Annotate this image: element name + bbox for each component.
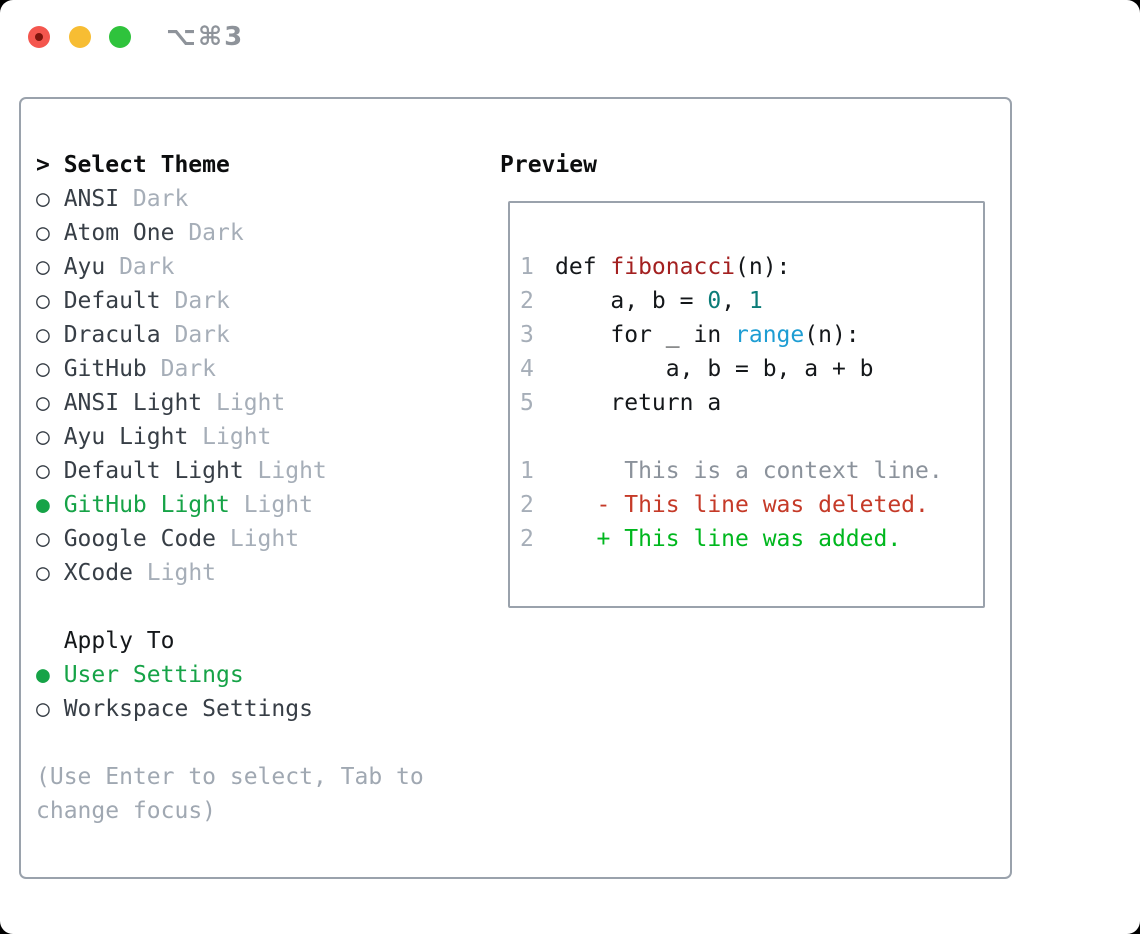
close-button[interactable] <box>28 26 50 48</box>
close-dot-icon <box>35 33 43 41</box>
theme-tag: Light <box>243 492 313 518</box>
diff-context-line: 1 This is a context line. <box>520 454 943 488</box>
code-line: 5 return a <box>520 386 943 420</box>
radio-icon: ○ <box>36 390 50 416</box>
prompt-icon: > <box>36 152 50 178</box>
radio-icon: ○ <box>36 458 50 484</box>
theme-tag: Dark <box>188 220 244 246</box>
line-number: 5 <box>520 390 534 416</box>
theme-list-title: Select Theme <box>63 152 230 178</box>
line-number: 4 <box>520 356 534 382</box>
preview-title: Preview <box>500 152 597 178</box>
theme-tag: Dark <box>119 254 175 280</box>
zoom-button[interactable] <box>109 26 131 48</box>
line-number: 1 <box>520 254 534 280</box>
line-number: 3 <box>520 322 534 348</box>
code-line: 4 a, b = b, a + b <box>520 352 943 386</box>
theme-tag: Dark <box>174 288 230 314</box>
theme-tag: Light <box>216 390 286 416</box>
code-line-blank <box>520 420 943 454</box>
apply-option-user-settings[interactable]: ●User Settings <box>36 658 313 692</box>
minimize-button[interactable] <box>69 26 91 48</box>
diff-added-line: 2 + This line was added. <box>520 522 943 556</box>
radio-icon: ○ <box>36 696 50 722</box>
radio-icon: ○ <box>36 526 50 552</box>
keyboard-hint: (Use Enter to select, Tab to change focu… <box>36 764 424 824</box>
theme-tag: Light <box>202 424 272 450</box>
radio-icon: ○ <box>36 322 50 348</box>
radio-icon: ○ <box>36 560 50 586</box>
theme-tag: Light <box>229 526 300 552</box>
radio-icon: ○ <box>36 186 50 212</box>
apply-to-title: Apply To <box>63 628 175 654</box>
theme-tag: Dark <box>160 356 217 382</box>
apply-to-section: Apply To ●User Settings ○Workspace Setti… <box>36 624 313 726</box>
theme-tag: Dark <box>132 186 189 212</box>
line-number: 2 <box>520 526 534 552</box>
theme-tag: Dark <box>174 322 230 348</box>
code-line: 3 for _ in range(n): <box>520 318 943 352</box>
radio-icon: ○ <box>36 288 50 314</box>
line-number: 1 <box>520 458 534 484</box>
radio-icon: ○ <box>36 220 50 246</box>
theme-list-header: > Select Theme <box>36 148 327 182</box>
diff-deleted-line: 2 - This line was deleted. <box>520 488 943 522</box>
radio-icon: ○ <box>36 424 50 450</box>
line-number: 2 <box>520 288 534 314</box>
radio-icon: ○ <box>36 254 50 280</box>
theme-tag: Light <box>146 560 217 586</box>
code-line: 2 a, b = 0, 1 <box>520 284 943 318</box>
radio-selected-icon: ● <box>36 492 50 518</box>
apply-to-header: Apply To <box>36 624 313 658</box>
theme-tag: Light <box>257 458 327 484</box>
apply-option-workspace-settings[interactable]: ○Workspace Settings <box>36 692 313 726</box>
radio-selected-icon: ● <box>36 662 50 688</box>
window-title: ⌥⌘3 <box>166 22 245 52</box>
line-number: 2 <box>520 492 534 518</box>
radio-icon: ○ <box>36 356 50 382</box>
